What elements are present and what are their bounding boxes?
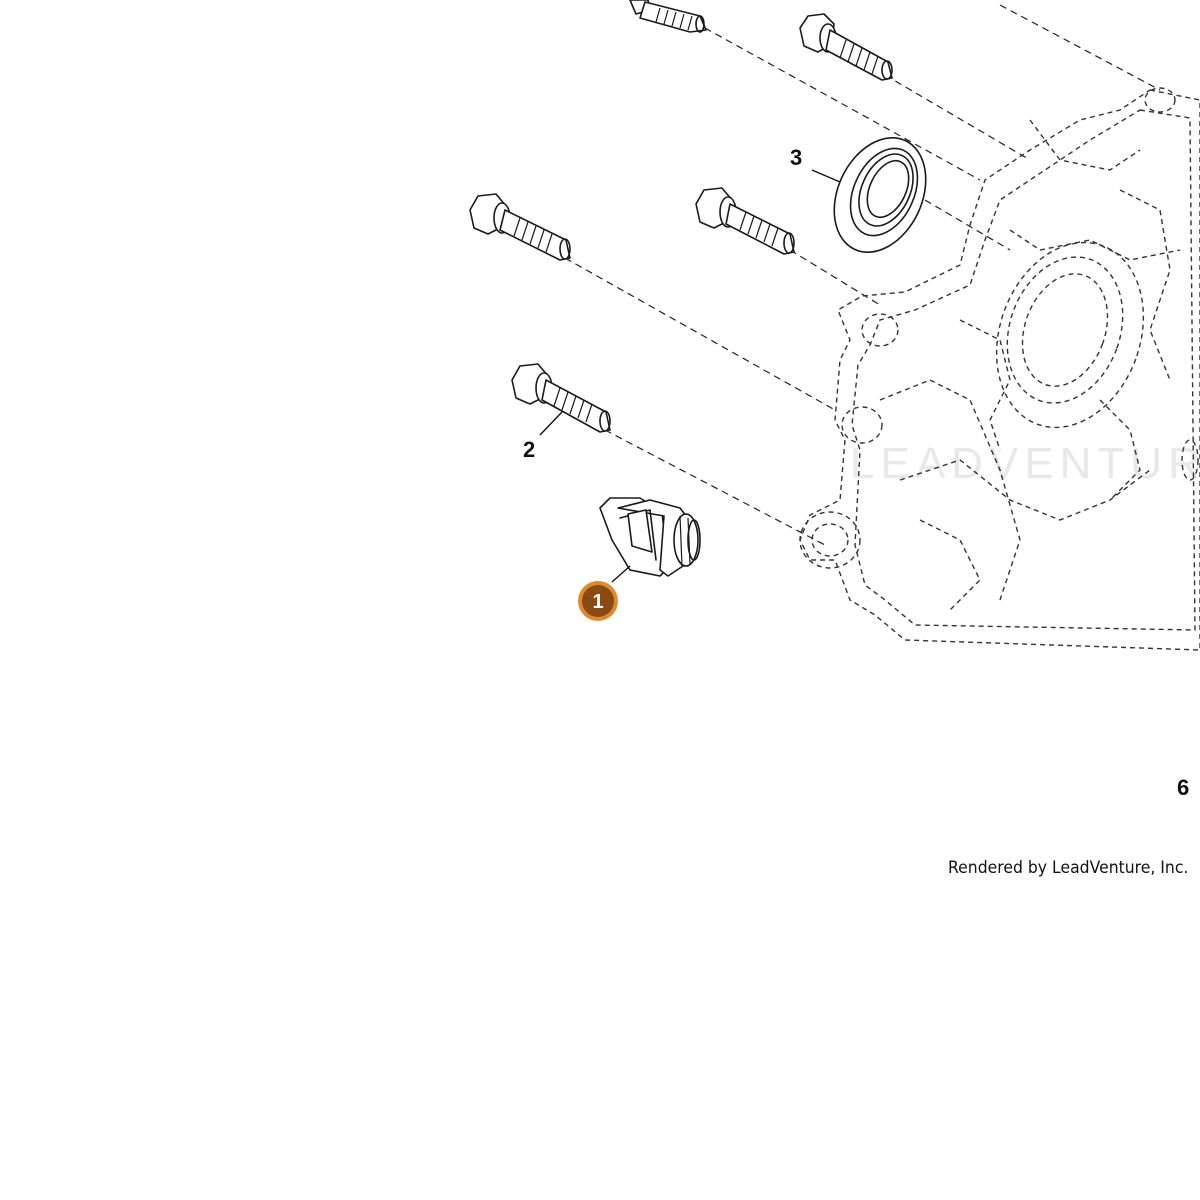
bolt-top-right [799, 13, 893, 81]
bolt-long-left [469, 193, 571, 261]
drain-plug [599, 497, 701, 583]
callout-6[interactable]: 6 [1177, 775, 1189, 800]
callout-1[interactable]: 1 [592, 591, 603, 613]
bolt-middle-right [695, 187, 795, 255]
render-credit: Rendered by LeadVenture, Inc. [948, 858, 1189, 878]
callout-1-badge-fill [582, 585, 614, 617]
bolt-top-left [629, 0, 707, 33]
callout-2-leader [539, 411, 563, 436]
callout-3[interactable]: 3 [790, 145, 802, 170]
callout-1-leader [611, 565, 631, 583]
assembly-lines [564, 4, 1161, 546]
callout-2[interactable]: 2 [523, 437, 535, 462]
oil-seal [811, 136, 927, 254]
engine-case-cover [799, 87, 1200, 651]
callout-1-badge[interactable]: 1 [578, 581, 618, 621]
callout-labels: 3 2 6 [523, 145, 1189, 800]
watermark-text: LEADVENTURE [850, 439, 1200, 488]
bolt-part-2 [511, 363, 611, 436]
watermark: LEADVENTURE [850, 439, 1200, 488]
callout-3-leader [811, 169, 841, 183]
